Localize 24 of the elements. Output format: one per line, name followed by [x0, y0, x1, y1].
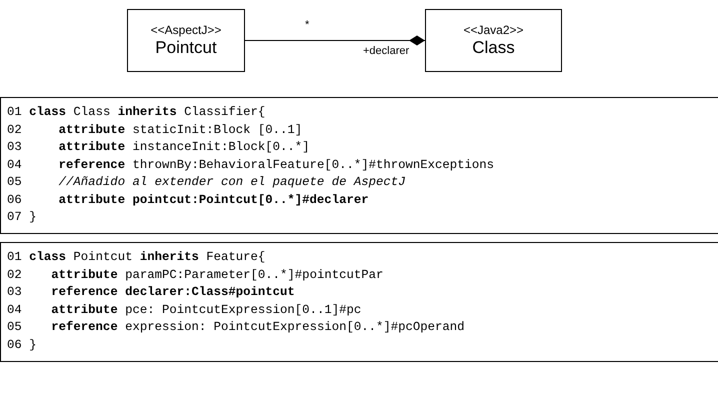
code-listing-panel: [0, 97, 718, 234]
class-box: [127, 9, 245, 72]
stereotype-label: <<AspectJ>>: [150, 24, 222, 38]
role-label: +declarer: [363, 45, 410, 57]
composition-line: [244, 36, 426, 46]
code-listing-panel: [0, 242, 718, 362]
code-line: 05 reference expression: PointcutExpression[0..*]#pcOperand: [7, 319, 465, 336]
multiplicity-label: *: [305, 19, 310, 31]
code-line: 03 attribute instanceInit:Block[0..*]: [7, 139, 310, 156]
class-name: Class: [472, 38, 515, 58]
code-line: 01 class Pointcut inherits Feature{: [7, 249, 266, 266]
code-line: 04 attribute pce: PointcutExpression[0..1]#pc: [7, 302, 362, 318]
code-line: 05 //Añadido al extender con el paquete de AspectJ: [7, 174, 406, 191]
code-line: 03 reference declarer:Class#pointcut: [7, 284, 295, 301]
code-line: 06 attribute pointcut:Pointcut[0..*]#declarer: [7, 192, 369, 208]
class-box: [425, 9, 562, 72]
code-line: 06 }: [7, 336, 37, 354]
code-line: 02 attribute staticInit:Block [0..1]: [7, 122, 302, 138]
code-line: 01 class Class inherits Classifier{: [7, 104, 266, 121]
code-line: 07 }: [7, 209, 37, 226]
code-line: 02 attribute paramPC:Parameter[0..*]#pointcutPar: [7, 266, 384, 284]
class-name: Pointcut: [155, 38, 217, 58]
stereotype-label: <<Java2>>: [463, 24, 524, 38]
code-line: 04 reference thrownBy:BehavioralFeature[0..*]#thrownExceptions: [7, 156, 494, 174]
